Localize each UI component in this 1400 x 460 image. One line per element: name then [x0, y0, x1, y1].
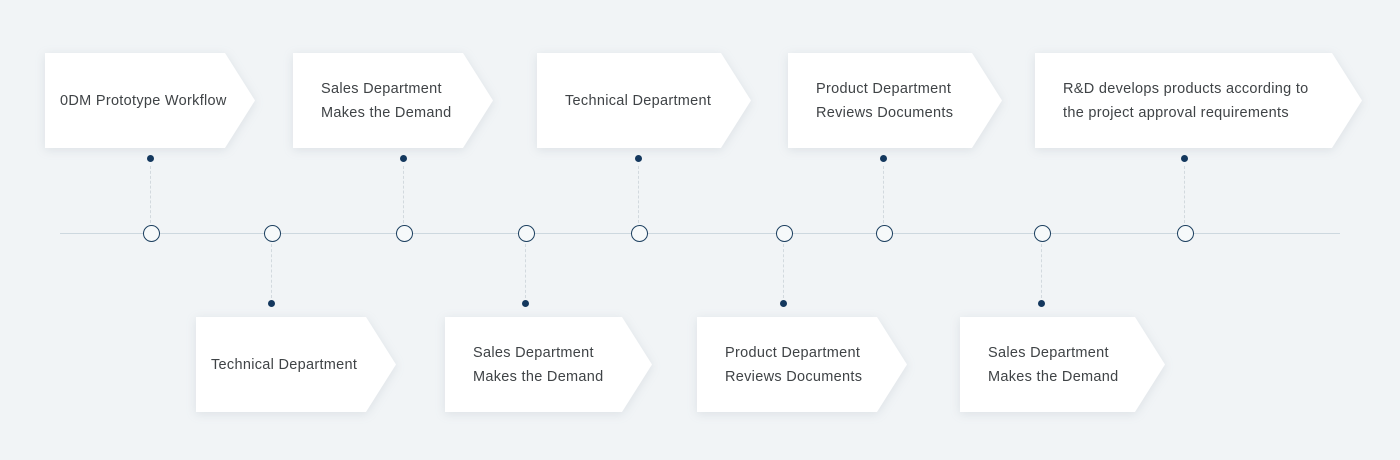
step-label: 0DM Prototype Workflow	[60, 92, 227, 109]
connector-dot	[1181, 155, 1188, 162]
timeline-circle	[143, 225, 160, 242]
connector-dot	[880, 155, 887, 162]
step-sales-demand-1: Sales Department Makes the Demand	[293, 53, 493, 148]
step-sales-demand-3: Sales Department Makes the Demand	[960, 317, 1165, 412]
connector-line	[783, 244, 784, 298]
step-box: Product Department Reviews Documents	[788, 53, 1002, 148]
step-label: Sales Department	[988, 344, 1109, 361]
step-sales-demand-2: Sales Department Makes the Demand	[445, 317, 652, 412]
timeline-circle	[876, 225, 893, 242]
step-product-reviews-bottom: Product Department Reviews Documents	[697, 317, 907, 412]
timeline-axis	[60, 233, 1340, 234]
step-box: 0DM Prototype Workflow	[45, 53, 255, 148]
timeline-circle	[396, 225, 413, 242]
step-label: Reviews Documents	[816, 104, 954, 121]
connector-dot	[522, 300, 529, 307]
step-label: Product Department	[816, 80, 952, 97]
step-label: Makes the Demand	[473, 368, 604, 385]
connector-dot	[400, 155, 407, 162]
connector-dot	[635, 155, 642, 162]
connector-line	[525, 244, 526, 298]
timeline-circle	[518, 225, 535, 242]
step-label: the project approval requirements	[1063, 104, 1289, 121]
step-rnd-develops-products: R&D develops products according to the p…	[1035, 53, 1362, 148]
connector-line	[1041, 244, 1042, 298]
step-label: Reviews Documents	[725, 368, 863, 385]
step-label: Technical Department	[565, 92, 712, 109]
timeline-circle	[264, 225, 281, 242]
connector-line	[271, 244, 272, 298]
step-box: Sales Department Makes the Demand	[960, 317, 1165, 412]
step-box: Technical Department	[537, 53, 751, 148]
connector-line	[638, 166, 639, 223]
step-label: Sales Department	[321, 80, 442, 97]
connector-line	[150, 166, 151, 223]
connector-dot	[1038, 300, 1045, 307]
timeline-circle	[776, 225, 793, 242]
timeline-circle	[1034, 225, 1051, 242]
connector-line	[1184, 166, 1185, 223]
step-label: Sales Department	[473, 344, 594, 361]
step-label: Makes the Demand	[988, 368, 1119, 385]
step-box: Sales Department Makes the Demand	[293, 53, 493, 148]
step-label: Makes the Demand	[321, 104, 452, 121]
connector-dot	[268, 300, 275, 307]
step-box: Product Department Reviews Documents	[697, 317, 907, 412]
step-technical-department-top: Technical Department	[537, 53, 751, 148]
step-box: R&D develops products according to the p…	[1035, 53, 1362, 148]
timeline-circle	[631, 225, 648, 242]
connector-line	[403, 166, 404, 223]
step-box: Sales Department Makes the Demand	[445, 317, 652, 412]
connector-line	[883, 166, 884, 223]
step-odm-prototype-workflow: 0DM Prototype Workflow	[45, 53, 255, 148]
step-box: Technical Department	[196, 317, 396, 412]
timeline-circle	[1177, 225, 1194, 242]
step-technical-department-bottom: Technical Department	[196, 317, 396, 412]
connector-dot	[147, 155, 154, 162]
connector-dot	[780, 300, 787, 307]
step-product-reviews-top: Product Department Reviews Documents	[788, 53, 1002, 148]
step-label: R&D develops products according to	[1063, 80, 1309, 97]
step-label: Product Department	[725, 344, 861, 361]
step-label: Technical Department	[211, 356, 358, 373]
